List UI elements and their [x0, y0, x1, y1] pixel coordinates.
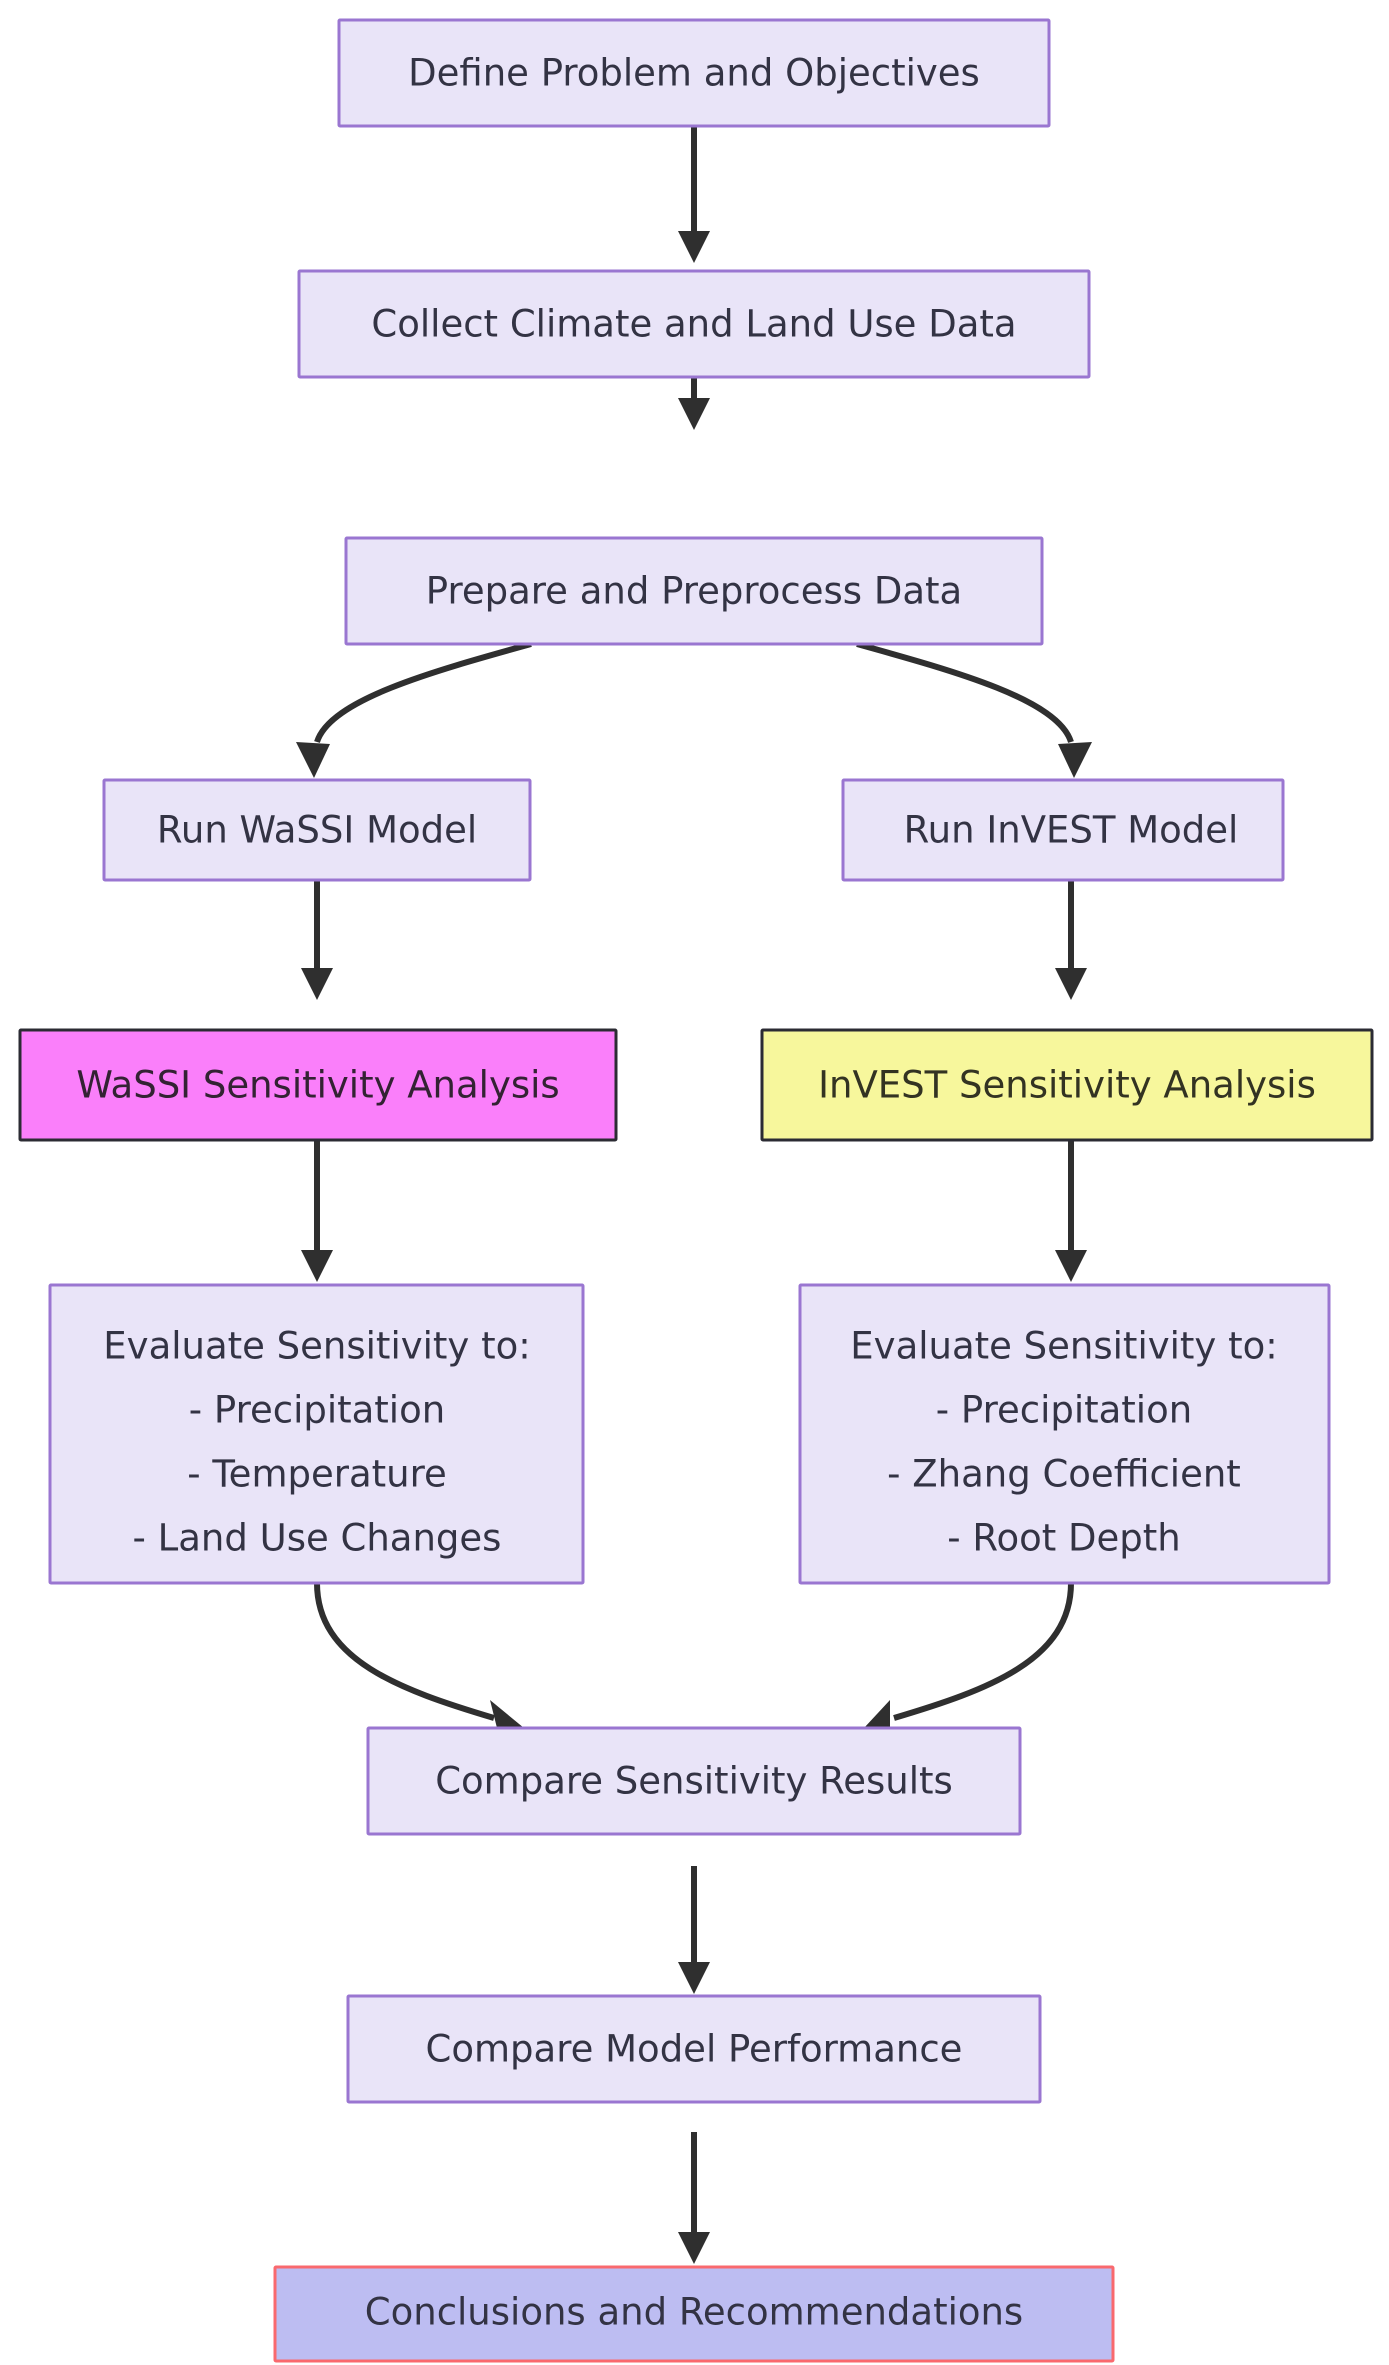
- node-box[interactable]: [48, 1283, 585, 1585]
- node-label: Define Problem and Objectives: [408, 52, 980, 95]
- edge-evaluate-wassi-to-compare-sensitivity: [314, 1582, 524, 1732]
- node-box[interactable]: [297, 269, 1091, 379]
- node-label: InVEST Sensitivity Analysis: [818, 1064, 1316, 1107]
- node-box[interactable]: [18, 1028, 618, 1142]
- node-run-invest[interactable]: Run InVEST Model: [841, 778, 1285, 882]
- node-prepare[interactable]: Prepare and Preprocess Data: [344, 536, 1044, 646]
- node-box[interactable]: [760, 1028, 1374, 1142]
- edge-line: [314, 641, 532, 744]
- node-define[interactable]: Define Problem and Objectives: [337, 18, 1051, 128]
- edge-run-invest-to-invest-sensitivity: [1055, 880, 1087, 1000]
- node-evaluate-wassi[interactable]: Evaluate Sensitivity to: - Precipitation…: [48, 1283, 585, 1585]
- node-run-wassi[interactable]: Run WaSSI Model: [102, 778, 532, 882]
- node-layer: Define Problem and Objectives Collect Cl…: [18, 18, 1374, 2363]
- arrowhead-icon: [296, 742, 330, 778]
- arrowhead-icon: [1058, 742, 1092, 778]
- node-label-line-3: - Temperature: [187, 1453, 447, 1496]
- node-label: Collect Climate and Land Use Data: [371, 303, 1016, 346]
- node-wassi-sensitivity[interactable]: WaSSI Sensitivity Analysis: [18, 1028, 618, 1142]
- node-label-line-2: - Precipitation: [936, 1389, 1192, 1432]
- arrowhead-icon: [864, 1700, 890, 1732]
- node-label: Run WaSSI Model: [157, 809, 477, 852]
- edge-run-wassi-to-wassi-sensitivity: [301, 880, 333, 1000]
- node-box[interactable]: [102, 778, 532, 882]
- arrowhead-icon: [490, 1700, 524, 1732]
- node-box[interactable]: [798, 1283, 1331, 1585]
- edge-layer: [296, 127, 1092, 2264]
- edge-line: [893, 1582, 1074, 1721]
- edge-collect-to-prepare: [678, 378, 710, 430]
- edge-invest-sensitivity-to-evaluate-invest: [1055, 1140, 1087, 1282]
- node-box[interactable]: [366, 1726, 1022, 1836]
- arrowhead-icon: [1055, 1250, 1087, 1282]
- node-label: Compare Model Performance: [426, 2028, 963, 2071]
- arrowhead-icon: [301, 968, 333, 1000]
- node-label-line-3: - Zhang Coefficient: [887, 1453, 1241, 1496]
- edge-line: [856, 641, 1074, 744]
- node-label-line-4: - Root Depth: [947, 1517, 1180, 1560]
- edge-evaluate-invest-to-compare-sensitivity: [864, 1582, 1074, 1732]
- node-compare-sensitivity[interactable]: Compare Sensitivity Results: [366, 1726, 1022, 1836]
- node-box[interactable]: [346, 1994, 1042, 2104]
- node-label-line-4: - Land Use Changes: [133, 1517, 502, 1560]
- arrowhead-icon: [678, 1962, 710, 1994]
- arrowhead-icon: [678, 398, 710, 430]
- edge-define-to-collect: [678, 127, 710, 263]
- node-box[interactable]: [273, 2265, 1115, 2363]
- edge-prepare-to-run-wassi: [296, 641, 532, 778]
- node-invest-sensitivity[interactable]: InVEST Sensitivity Analysis: [760, 1028, 1374, 1142]
- arrowhead-icon: [678, 2232, 710, 2264]
- node-label-line-1: Evaluate Sensitivity to:: [103, 1325, 530, 1368]
- arrowhead-icon: [301, 1250, 333, 1282]
- edge-wassi-sensitivity-to-evaluate-wassi: [301, 1140, 333, 1282]
- node-label: Compare Sensitivity Results: [435, 1760, 953, 1803]
- node-conclusions[interactable]: Conclusions and Recommendations: [273, 2265, 1115, 2363]
- edge-compare-performance-to-conclusions: [678, 2132, 710, 2264]
- edge-line: [314, 1582, 495, 1721]
- node-label: Prepare and Preprocess Data: [426, 570, 962, 613]
- node-label-line-1: Evaluate Sensitivity to:: [850, 1325, 1277, 1368]
- edge-prepare-to-run-invest: [856, 641, 1092, 778]
- node-box[interactable]: [344, 536, 1044, 646]
- node-evaluate-invest[interactable]: Evaluate Sensitivity to: - Precipitation…: [798, 1283, 1331, 1585]
- node-box[interactable]: [337, 18, 1051, 128]
- arrowhead-icon: [678, 231, 710, 263]
- node-compare-performance[interactable]: Compare Model Performance: [346, 1994, 1042, 2104]
- node-label: Run InVEST Model: [904, 809, 1239, 852]
- node-box[interactable]: [841, 778, 1285, 882]
- node-label: Conclusions and Recommendations: [365, 2291, 1023, 2334]
- node-label-line-2: - Precipitation: [189, 1389, 445, 1432]
- edge-compare-sensitivity-to-compare-performance: [678, 1866, 710, 1994]
- node-label: WaSSI Sensitivity Analysis: [76, 1064, 559, 1107]
- arrowhead-icon: [1055, 968, 1087, 1000]
- node-collect[interactable]: Collect Climate and Land Use Data: [297, 269, 1091, 379]
